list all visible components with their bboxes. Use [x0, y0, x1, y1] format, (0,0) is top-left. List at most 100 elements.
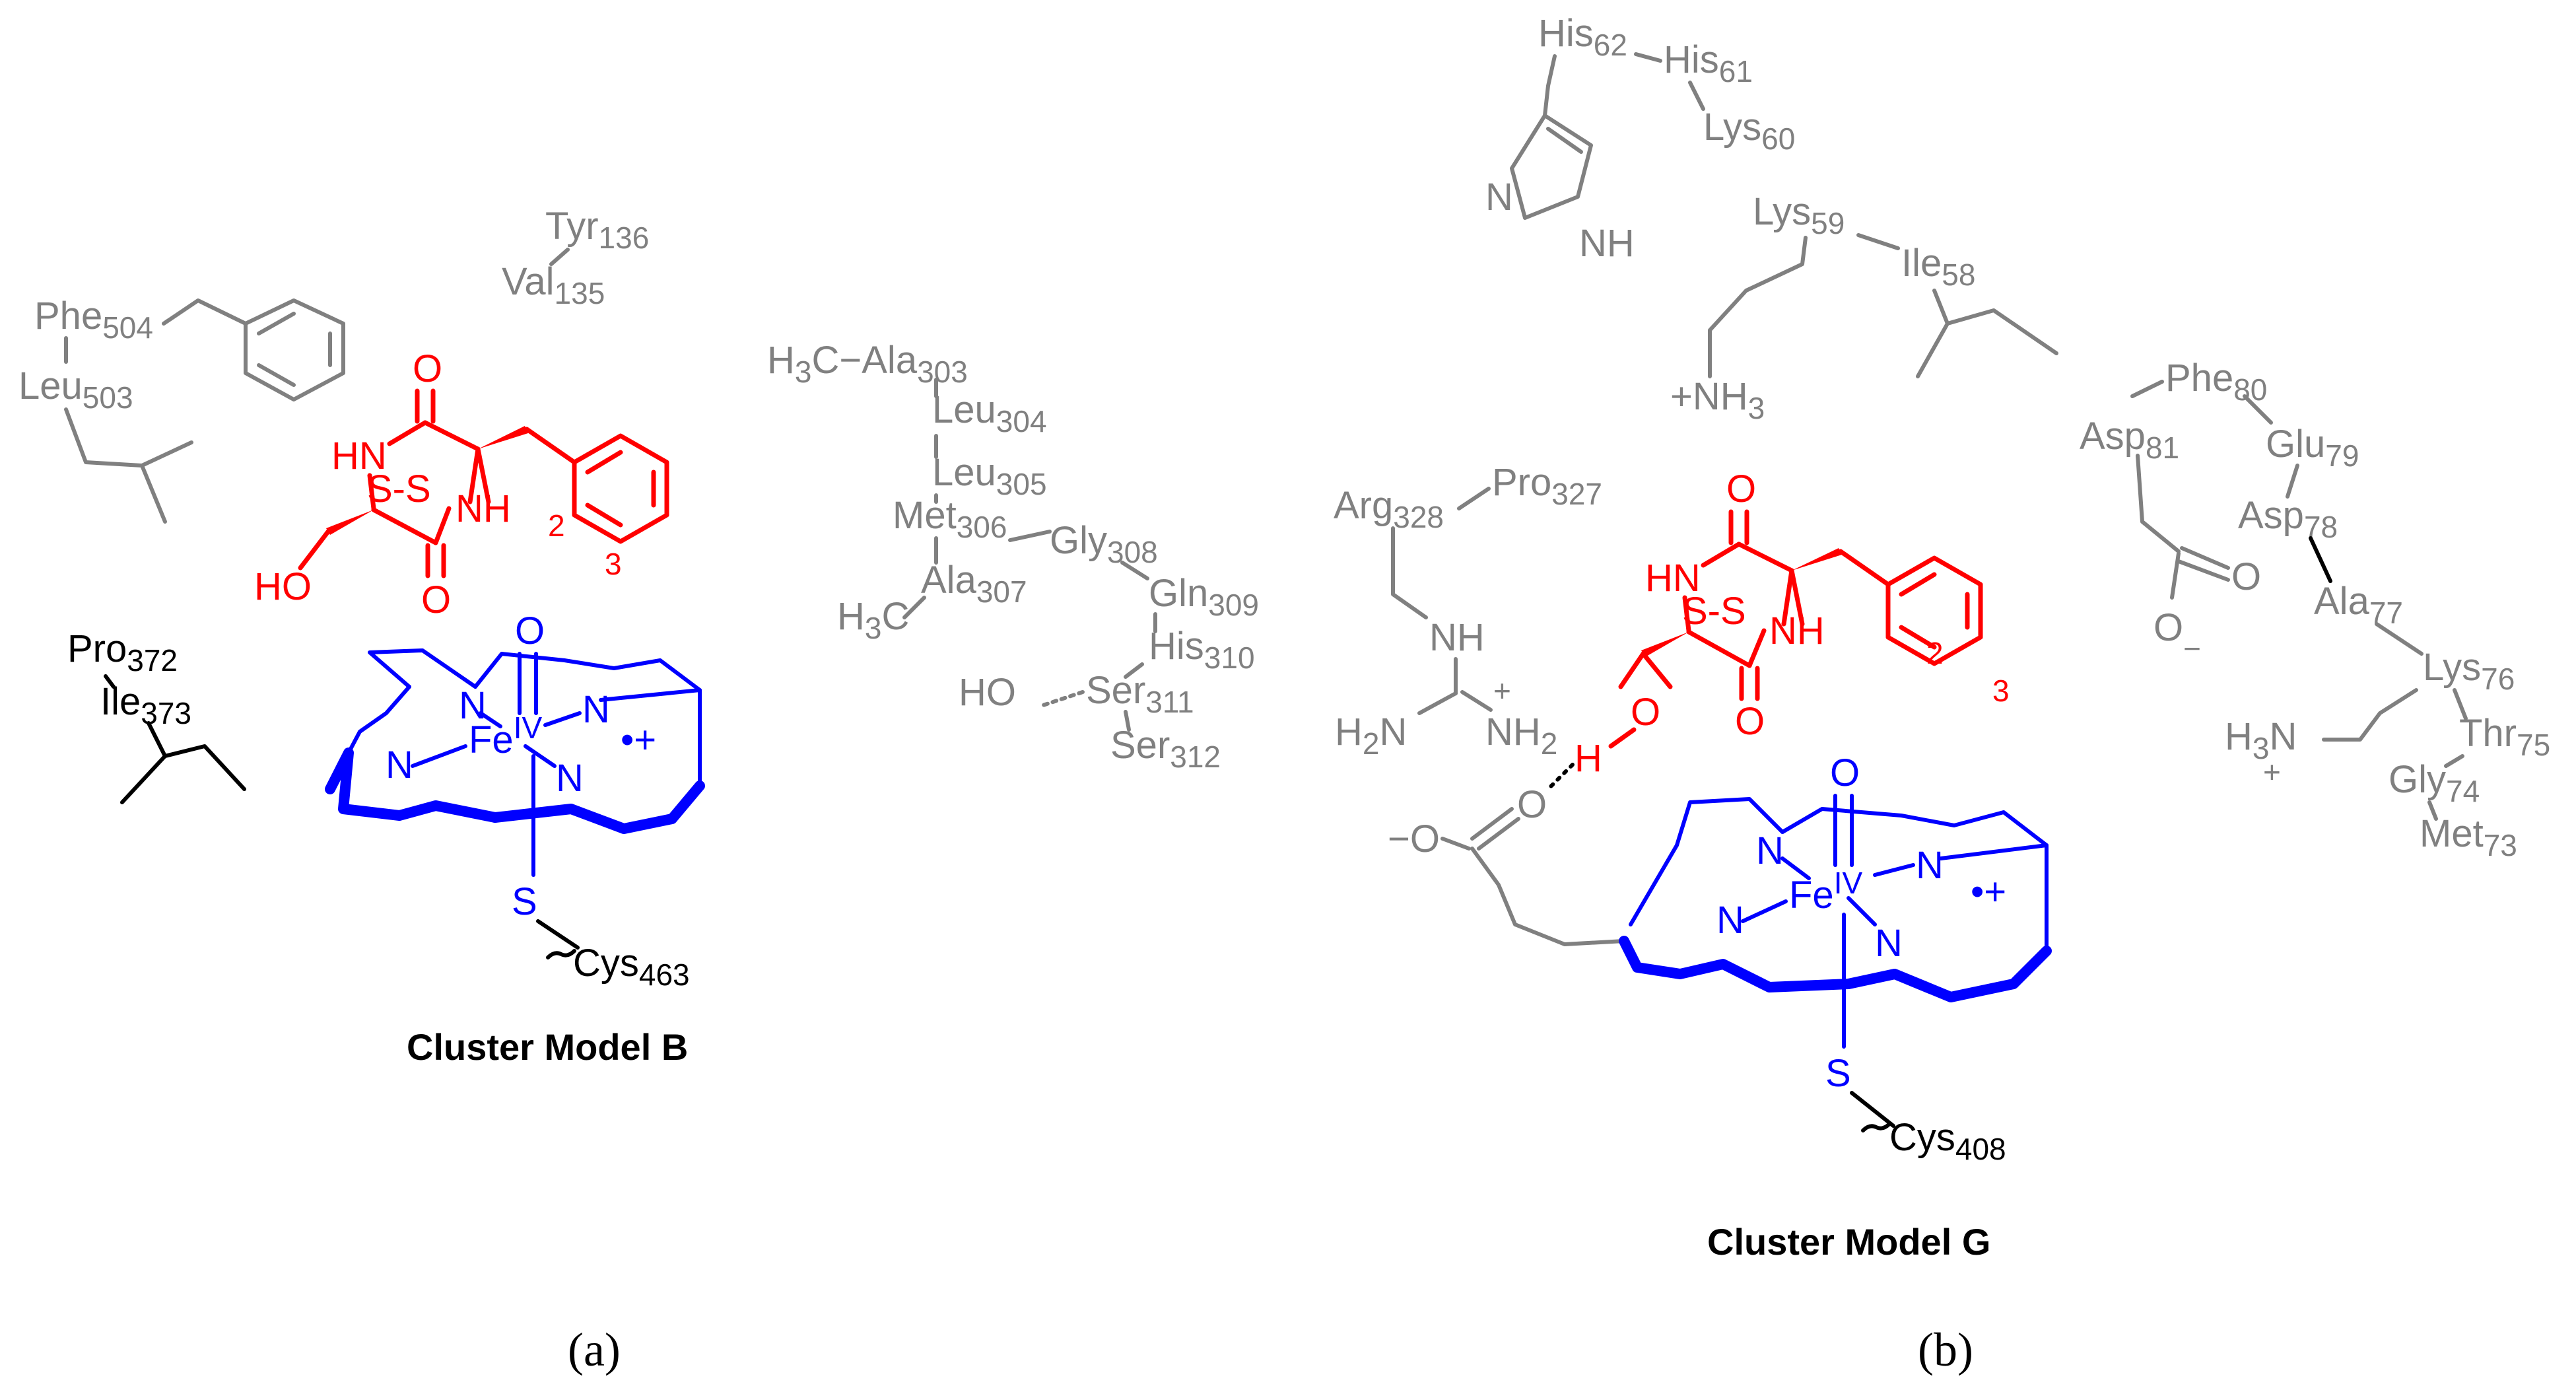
bond — [1741, 899, 1788, 923]
bond — [1682, 595, 1691, 633]
pyrrole-n: N — [1716, 899, 1744, 942]
bond — [1850, 1091, 1895, 1128]
bond — [543, 711, 582, 727]
residue-his61: His61 — [1664, 38, 1753, 88]
bond — [257, 312, 296, 335]
hydroxyl-h: H — [1575, 737, 1602, 780]
bond — [1847, 896, 1877, 926]
ring-position-2: 2 — [548, 508, 565, 543]
bond — [1546, 127, 1583, 154]
panel-a: Tyr136 Val135 Phe504 Leu503 O HN S-S NH — [18, 205, 1259, 1376]
wavy-bond — [1861, 1122, 1891, 1132]
bond — [2375, 622, 2423, 656]
nh-label: HN — [1645, 557, 1701, 600]
nh-label: NH — [456, 487, 511, 530]
carbonyl-oxygen: O — [413, 347, 442, 390]
bond — [1856, 233, 1900, 250]
bond — [1391, 526, 1428, 619]
bond — [1747, 628, 1767, 668]
pyrrole-ring — [1780, 807, 2049, 860]
bond — [549, 248, 570, 266]
pyrrole-n: N — [386, 744, 413, 786]
carbonyl-oxygen: O — [421, 578, 451, 621]
residue-lys76: Lys76 — [2423, 646, 2515, 696]
plus-charge: + — [2263, 755, 2281, 789]
residue-val135: Val135 — [502, 260, 605, 310]
bond — [104, 674, 116, 689]
pyrrole-n: N — [1756, 829, 1784, 872]
bond — [2180, 546, 2230, 570]
residue-cys463: Cys463 — [573, 942, 690, 992]
heme-a: O FeIV N N N N •+ S — [325, 609, 705, 923]
pyrrole-n: N — [459, 684, 487, 727]
panel-label-b: (b) — [1918, 1323, 1973, 1376]
radical-cation: •+ — [1971, 870, 2006, 913]
residue-met306: Met306 — [893, 494, 1007, 544]
residue-lys59: Lys59 — [1753, 190, 1845, 240]
bond — [1543, 54, 1557, 118]
bond — [1641, 651, 1673, 689]
bond — [162, 298, 248, 326]
residue-lys60: Lys60 — [1703, 106, 1795, 156]
phe504-ring — [244, 298, 345, 401]
pyrrole-n: N — [582, 688, 610, 731]
ring-position-2: 2 — [1926, 636, 1944, 670]
carboxylate-o-minus: O− — [2153, 606, 2201, 666]
bond — [902, 596, 926, 619]
residue-met73: Met73 — [2420, 812, 2517, 862]
residue-ho: HO — [959, 671, 1016, 714]
substrate-phenyl — [1885, 555, 1983, 666]
disulfide-label: S-S — [367, 468, 431, 510]
residue-phe80: Phe80 — [2165, 357, 2267, 407]
ring-position-3: 3 — [605, 547, 622, 581]
residue-pro327: Pro327 — [1492, 461, 1602, 511]
hydrogen-bond — [1546, 763, 1575, 791]
guanidine-nh: NH — [1429, 616, 1485, 659]
residue-ser312: Ser312 — [1110, 724, 1221, 774]
imidazole-ring — [1510, 114, 1593, 220]
nh-label: NH — [1769, 609, 1825, 652]
substrate-a: O HN S-S NH O HO 2 3 — [254, 347, 669, 621]
bond — [1932, 289, 2058, 355]
residue-gly74: Gly74 — [2389, 758, 2480, 808]
wedge-bond — [1792, 548, 1842, 571]
carboxylate-o: O — [2231, 555, 2261, 598]
guanidine-h2n: H2N — [1335, 711, 1407, 761]
bond — [1634, 52, 1662, 63]
panel-b: His62 His61 Lys60 N NH Lys59 Ile58 +NH3 … — [1334, 12, 2550, 1376]
residue-ser311: Ser311 — [1086, 669, 1194, 719]
bond — [1124, 662, 1144, 679]
bond — [1441, 837, 1471, 851]
panel-label-a: (a) — [568, 1323, 621, 1376]
bond — [2130, 380, 2164, 398]
bond — [536, 919, 580, 950]
bond — [2243, 394, 2273, 425]
pyrrole-ring — [368, 648, 477, 689]
ammonium: +NH3 — [1670, 375, 1765, 425]
bond — [120, 754, 167, 804]
substrate-b: O HN S-S NH O O H — [1575, 468, 2010, 780]
ring-position-3: 3 — [1992, 674, 2010, 708]
bond — [2322, 688, 2418, 742]
residue-ala77: Ala77 — [2314, 580, 2403, 630]
bond — [1688, 81, 1705, 111]
pyrrole-n: N — [1875, 922, 1903, 965]
bond — [298, 529, 331, 571]
residue-asp78: Asp78 — [2238, 494, 2338, 544]
bond — [2453, 688, 2468, 720]
residue-asp81: Asp81 — [2080, 415, 2179, 465]
residue-phe504: Phe504 — [34, 295, 153, 345]
residue-gly308: Gly308 — [1050, 519, 1158, 569]
bond — [367, 473, 376, 511]
bond — [1686, 629, 1752, 668]
bond — [1618, 651, 1646, 689]
guanidine-nh2-plus: NH2 — [1485, 711, 1557, 761]
bond — [433, 506, 452, 545]
bond — [1608, 727, 1637, 749]
bond — [1780, 856, 1811, 880]
hydroxyl-o: O — [1631, 691, 1660, 734]
bond — [1899, 572, 1937, 597]
pyrrole-n: N — [556, 757, 584, 800]
